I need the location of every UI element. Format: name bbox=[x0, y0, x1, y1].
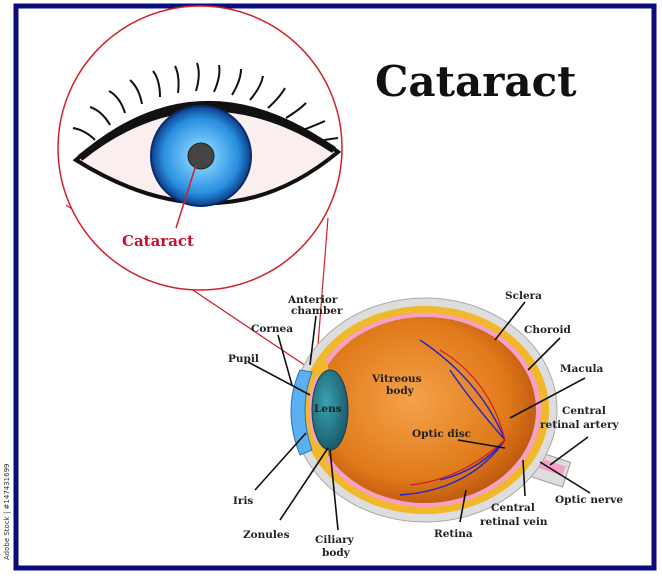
pupil-magnified bbox=[187, 142, 215, 170]
label-ciliary-body-2: body bbox=[322, 547, 351, 559]
label-anterior-chamber-1: Anterior bbox=[287, 294, 338, 306]
cataract-label: Cataract bbox=[122, 232, 194, 250]
label-lens: Lens bbox=[314, 403, 342, 415]
eyelashes bbox=[72, 62, 339, 142]
label-pupil: Pupil bbox=[228, 353, 259, 365]
label-vitreous-2: body bbox=[386, 385, 415, 397]
cornea-shape bbox=[290, 369, 313, 456]
label-ciliary-body-1: Ciliary bbox=[315, 534, 355, 546]
label-macula: Macula bbox=[560, 363, 603, 375]
label-retina: Retina bbox=[434, 528, 473, 540]
label-optic-disc: Optic disc bbox=[412, 428, 471, 440]
label-zonules: Zonules bbox=[243, 529, 290, 541]
eyeball-cross-section bbox=[290, 297, 572, 523]
label-vitreous-1: Vitreous bbox=[371, 373, 422, 385]
label-central-retinal-artery-2: retinal artery bbox=[540, 419, 620, 431]
watermark-text: Adobe Stock | #147431699 bbox=[3, 464, 11, 561]
leader-lines bbox=[247, 301, 591, 531]
label-central-retinal-artery-1: Central bbox=[562, 405, 606, 417]
magnified-eye: Cataract bbox=[57, 5, 343, 291]
label-sclera: Sclera bbox=[505, 290, 542, 302]
label-choroid: Choroid bbox=[524, 324, 572, 336]
retinal-vessels bbox=[399, 339, 506, 496]
label-central-retinal-vein-1: Central bbox=[491, 502, 535, 514]
label-central-retinal-vein-2: retinal vein bbox=[480, 516, 548, 528]
label-cornea: Cornea bbox=[251, 323, 293, 335]
label-iris: Iris bbox=[233, 495, 253, 507]
page-title: Cataract bbox=[375, 57, 577, 106]
label-anterior-chamber-2: chamber bbox=[291, 305, 343, 317]
label-optic-nerve: Optic nerve bbox=[555, 494, 623, 506]
